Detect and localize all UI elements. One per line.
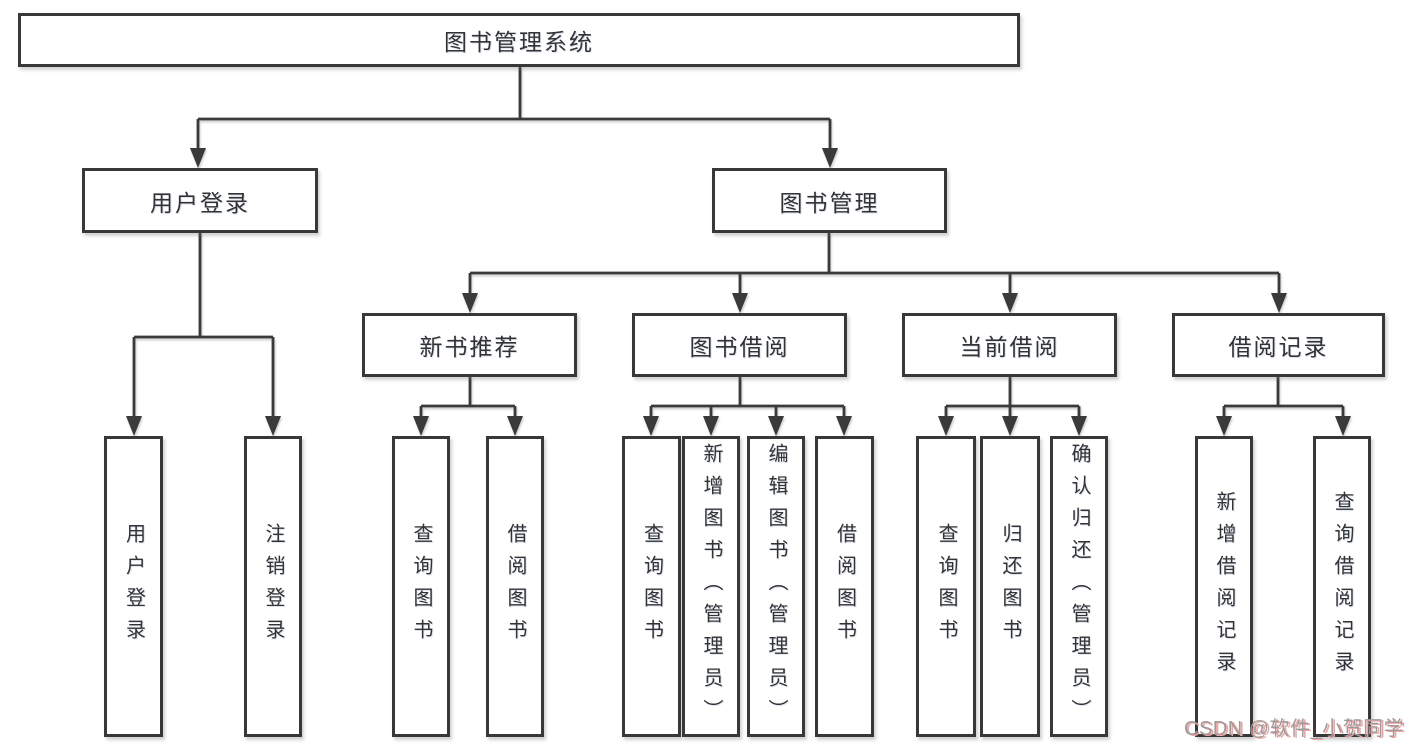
leaf-confirm-return-admin: 确认归还（管理员）: [1050, 436, 1108, 737]
connector-book-management: [468, 233, 1281, 297]
arrowhead-icon: [732, 293, 748, 313]
connector-book-borrow: [649, 377, 846, 422]
leaf-edit-books-admin: 编辑图书（管理员）: [747, 436, 805, 737]
node-label: 新增图书（管理员）: [700, 442, 722, 731]
arrowhead-icon: [1271, 293, 1287, 313]
leaf-query-books-current: 查询图书: [916, 436, 976, 737]
arrowhead-icon: [1216, 416, 1232, 436]
arrowhead-icon: [938, 416, 954, 436]
arrowhead-icon: [643, 416, 659, 436]
leaf-add-books-admin: 新增图书（管理员）: [682, 436, 740, 737]
watermark: CSDN @软件_小贺同学: [1184, 718, 1405, 740]
node-label: 新书推荐: [419, 334, 520, 360]
leaf-add-borrow-record: 新增借阅记录: [1195, 436, 1253, 737]
arrowhead-icon: [1002, 416, 1018, 436]
arrowhead-icon: [822, 148, 838, 168]
connector-current-borrow: [944, 377, 1081, 422]
node-label: 新增借阅记录: [1213, 490, 1235, 683]
leaf-user-login: 用户登录: [104, 436, 163, 737]
leaf-return-books: 归还图书: [980, 436, 1040, 737]
node-new-book-recommend: 新书推荐: [362, 313, 577, 377]
arrowhead-icon: [1071, 416, 1087, 436]
node-label: 查询图书: [410, 522, 432, 651]
node-label: 图书借阅: [689, 334, 790, 360]
connector-new-book-recommend: [419, 377, 517, 422]
leaf-borrow-books: 借阅图书: [815, 436, 874, 737]
node-label: 查询借阅记录: [1331, 490, 1353, 683]
arrowhead-icon: [462, 293, 478, 313]
node-label: 用户登录: [122, 522, 145, 651]
node-label: 确认归还（管理员）: [1068, 442, 1090, 731]
connector-root-to-level2: [196, 67, 832, 152]
node-label: 查询图书: [935, 522, 957, 651]
node-current-borrow: 当前借阅: [902, 313, 1117, 377]
leaf-query-borrow-record: 查询借阅记录: [1313, 436, 1371, 737]
arrowhead-icon: [703, 416, 719, 436]
arrowhead-icon: [1335, 416, 1351, 436]
node-label: 图书管理系统: [444, 29, 594, 55]
arrowhead-icon: [1002, 293, 1018, 313]
node-label: 借阅图书: [833, 522, 856, 651]
node-label: 借阅记录: [1228, 334, 1329, 360]
node-label: 借阅图书: [504, 522, 526, 651]
connector-borrow-records: [1222, 377, 1345, 422]
leaf-query-books-recommend: 查询图书: [392, 436, 450, 737]
arrowhead-icon: [265, 416, 281, 436]
leaf-borrow-books-recommend: 借阅图书: [486, 436, 544, 737]
arrowhead-icon: [507, 416, 523, 436]
node-borrow-records: 借阅记录: [1172, 313, 1385, 377]
arrowhead-icon: [836, 416, 852, 436]
node-label: 查询图书: [640, 522, 663, 651]
node-label: 归还图书: [999, 522, 1021, 651]
node-book-management: 图书管理: [712, 168, 947, 233]
node-label: 图书管理: [779, 189, 880, 216]
node-label: 用户登录: [150, 189, 250, 216]
node-label: 编辑图书（管理员）: [765, 442, 787, 731]
node-root: 图书管理系统: [18, 13, 1020, 67]
node-user-login: 用户登录: [82, 168, 318, 233]
node-label: 当前借阅: [959, 334, 1060, 360]
arrowhead-icon: [413, 416, 429, 436]
leaf-logout: 注销登录: [244, 436, 302, 737]
node-book-borrow: 图书借阅: [632, 313, 847, 377]
arrowhead-icon: [768, 416, 784, 436]
arrowhead-icon: [190, 148, 206, 168]
leaf-query-books-borrow: 查询图书: [622, 436, 681, 737]
arrowhead-icon: [126, 416, 142, 436]
node-label: 注销登录: [262, 522, 284, 651]
connector-user-login: [132, 233, 275, 420]
